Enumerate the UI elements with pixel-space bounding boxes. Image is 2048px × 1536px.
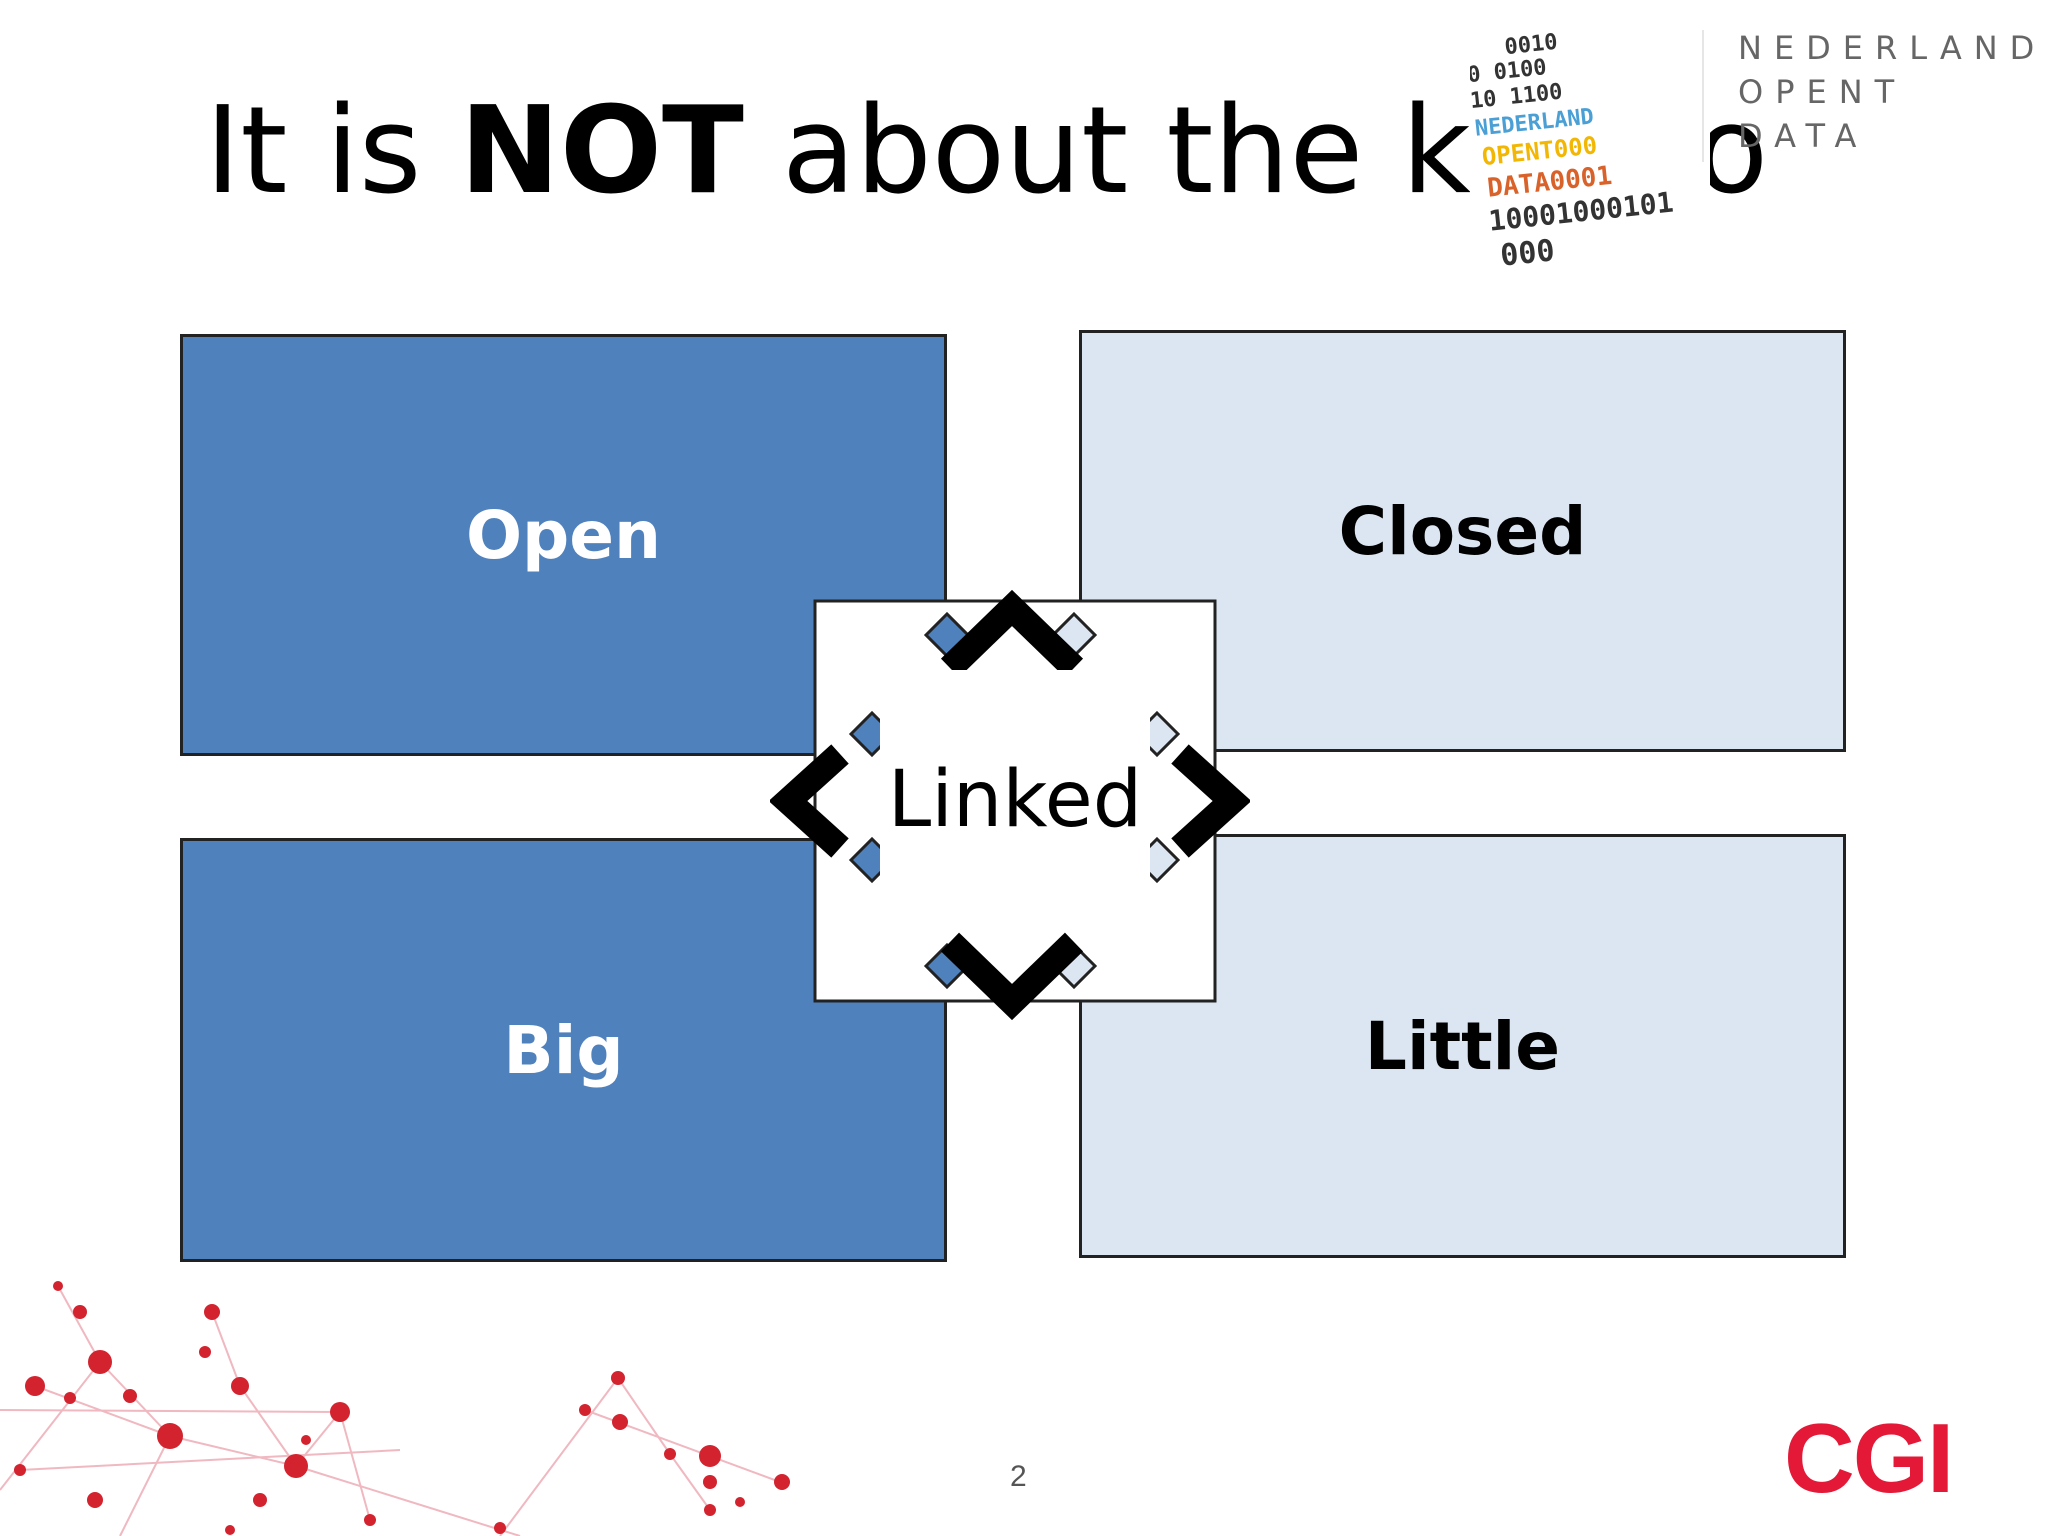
page-number: 2 bbox=[1010, 1460, 1027, 1494]
title-bold-word: NOT bbox=[460, 82, 744, 221]
network-decoration bbox=[0, 1270, 820, 1536]
box-closed-label: Closed bbox=[1339, 493, 1587, 570]
box-big-label: Big bbox=[503, 1012, 623, 1089]
center-label: Linked bbox=[888, 755, 1142, 845]
nederland-opent-data-logo-graphic: 0010 0 0100 10 1100 NEDERLAND OPENT000 D… bbox=[1470, 20, 1710, 320]
logo-text-line-3: DATA bbox=[1738, 114, 2046, 158]
logo-text-line-2: OPENT bbox=[1738, 70, 2046, 114]
center-four-way-arrow: Linked bbox=[770, 560, 1250, 1040]
title-prefix: It is bbox=[205, 82, 460, 221]
box-little-label: Little bbox=[1365, 1008, 1560, 1085]
logo-text-line-1: NEDERLAND bbox=[1738, 26, 2046, 70]
nederland-opent-data-logo-text: NEDERLAND OPENT DATA bbox=[1738, 26, 2046, 158]
cgi-logo: CGI bbox=[1784, 1402, 1952, 1515]
box-open-label: Open bbox=[466, 497, 661, 574]
logo-divider bbox=[1702, 30, 1704, 162]
logo-binary-line-8: 000 bbox=[1499, 233, 1557, 273]
